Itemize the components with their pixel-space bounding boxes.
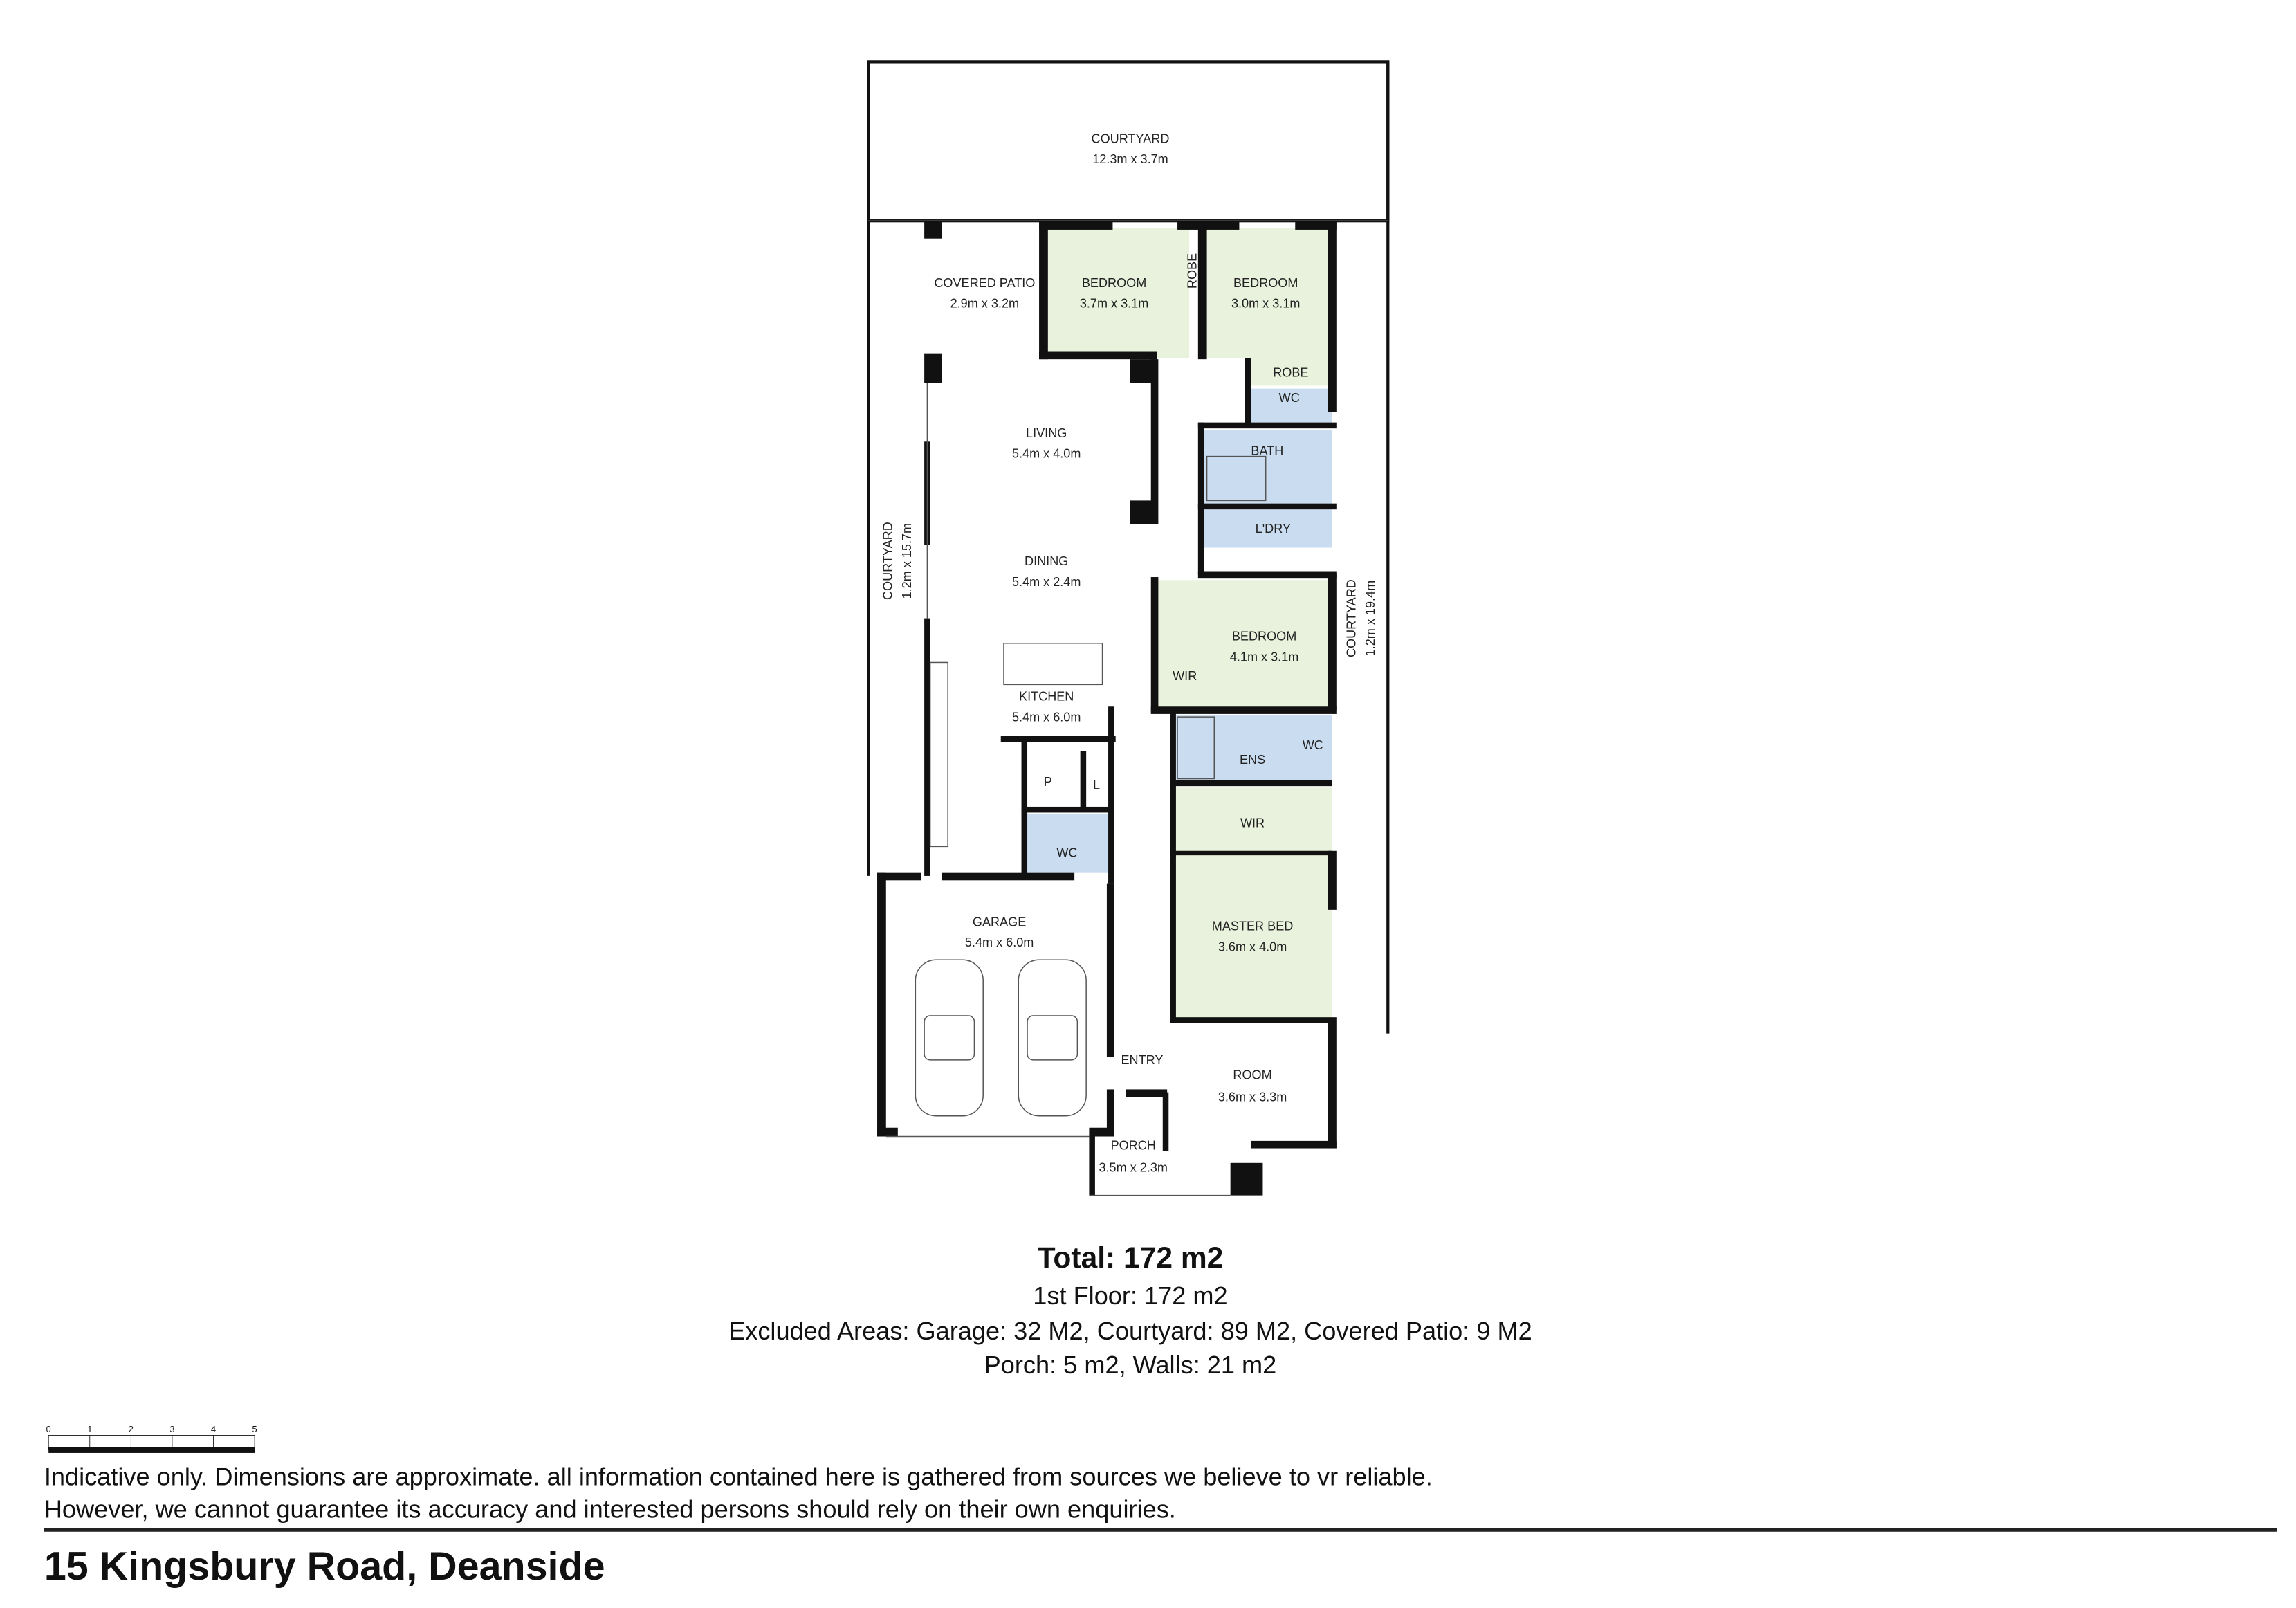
label-robe: ROBE — [1186, 253, 1200, 289]
room-size: 3.0m x 3.1m — [1231, 297, 1300, 311]
room-name: DINING — [1025, 554, 1068, 568]
room-label-porch: PORCH 3.5m x 2.3m — [1099, 1139, 1167, 1175]
label-bath: BATH — [1251, 444, 1283, 457]
walls — [877, 221, 1337, 1196]
car-icon — [915, 959, 984, 1117]
scale-bar: 0 1 2 3 4 5 — [46, 1424, 257, 1453]
room-size: 3.6m x 4.0m — [1218, 940, 1287, 953]
room-size: 1.2m x 15.7m — [900, 523, 914, 599]
room-label-kitchen: KITCHEN 5.4m x 6.0m — [1012, 690, 1081, 724]
room-size: 4.1m x 3.1m — [1230, 650, 1298, 664]
room-label-courtyard-left: COURTYARD 1.2m x 15.7m — [881, 522, 914, 600]
room-size: 3.7m x 3.1m — [1080, 297, 1148, 311]
scale-tick-label: 4 — [211, 1424, 216, 1434]
label-wc: WC — [1303, 738, 1323, 752]
label-wc: WC — [1279, 391, 1300, 405]
room-size: 5.4m x 4.0m — [1012, 447, 1081, 461]
room-name: ROOM — [1233, 1068, 1271, 1082]
label-wir: WIR — [1173, 669, 1197, 683]
room-name: BEDROOM — [1232, 630, 1296, 643]
scale-tick-label: 5 — [252, 1424, 257, 1434]
total-area: Total: 172 m2 — [1038, 1241, 1224, 1274]
room-size: 2.9m x 3.2m — [950, 297, 1019, 311]
room-size: 5.4m x 2.4m — [1012, 575, 1081, 589]
room-size: 12.3m x 3.7m — [1092, 152, 1168, 166]
room-name: COURTYARD — [1092, 131, 1170, 145]
scale-tick-label: 3 — [169, 1424, 174, 1434]
excluded-areas: Excluded Areas: Garage: 32 M2, Courtyard… — [728, 1317, 1532, 1345]
room-name: COURTYARD — [881, 522, 894, 600]
room-name: MASTER BED — [1212, 920, 1294, 933]
label-wc: WC — [1056, 846, 1077, 859]
disclaimer-line-1: Indicative only. Dimensions are approxim… — [44, 1463, 1433, 1491]
room-name: COVERED PATIO — [934, 276, 1035, 290]
divider — [44, 1528, 2277, 1532]
room-size: 1.2m x 19.4m — [1363, 581, 1377, 657]
fixtures — [929, 455, 1267, 848]
label-pantry: P — [1044, 775, 1052, 789]
room-name: LIVING — [1026, 426, 1067, 440]
room-label-bedroom-2: BEDROOM 3.0m x 3.1m — [1231, 276, 1300, 311]
label-ensuite: ENS — [1240, 753, 1265, 767]
label-entry: ENTRY — [1121, 1053, 1164, 1067]
room-label-master-bed: MASTER BED 3.6m x 4.0m — [1212, 920, 1294, 954]
room-label-courtyard-top: COURTYARD 12.3m x 3.7m — [1092, 131, 1170, 166]
room-name: BEDROOM — [1233, 276, 1298, 290]
scale-tick-label: 0 — [46, 1424, 51, 1434]
room-size: 3.5m x 2.3m — [1099, 1161, 1167, 1175]
room-size: 5.4m x 6.0m — [1012, 711, 1081, 724]
label-robe: ROBE — [1273, 366, 1308, 380]
porch-walls-areas: Porch: 5 m2, Walls: 21 m2 — [984, 1351, 1277, 1379]
room-label-dining: DINING 5.4m x 2.4m — [1012, 554, 1081, 589]
room-name: GARAGE — [973, 915, 1026, 929]
room-label-covered-patio: COVERED PATIO 2.9m x 3.2m — [934, 276, 1035, 311]
room-name: BEDROOM — [1082, 276, 1146, 290]
label-wir: WIR — [1240, 816, 1265, 830]
label-linen: L — [1093, 778, 1100, 792]
room-name: PORCH — [1111, 1139, 1156, 1153]
property-address: 15 Kingsbury Road, Deanside — [44, 1544, 605, 1589]
room-size: 5.4m x 6.0m — [965, 935, 1034, 949]
scale-tick-label: 2 — [129, 1424, 134, 1434]
room-name: COURTYARD — [1344, 579, 1358, 657]
room-label-room: ROOM 3.6m x 3.3m — [1218, 1068, 1287, 1104]
floor-area: 1st Floor: 172 m2 — [1033, 1281, 1227, 1310]
label-laundry: L'DRY — [1256, 522, 1291, 536]
room-label-bedroom-3: BEDROOM 4.1m x 3.1m — [1230, 630, 1298, 664]
room-label-courtyard-right: COURTYARD 1.2m x 19.4m — [1344, 579, 1377, 657]
room-label-bedroom-1: BEDROOM 3.7m x 3.1m — [1080, 276, 1148, 311]
car-icon — [1018, 959, 1087, 1117]
room-label-garage: GARAGE 5.4m x 6.0m — [965, 915, 1034, 949]
room-name: KITCHEN — [1019, 690, 1074, 704]
scale-tick-label: 1 — [87, 1424, 92, 1434]
room-fills — [1025, 228, 1332, 1021]
room-size: 3.6m x 3.3m — [1218, 1090, 1287, 1104]
disclaimer-line-2: However, we cannot guarantee its accurac… — [44, 1495, 1176, 1524]
room-label-living: LIVING 5.4m x 4.0m — [1012, 426, 1081, 461]
